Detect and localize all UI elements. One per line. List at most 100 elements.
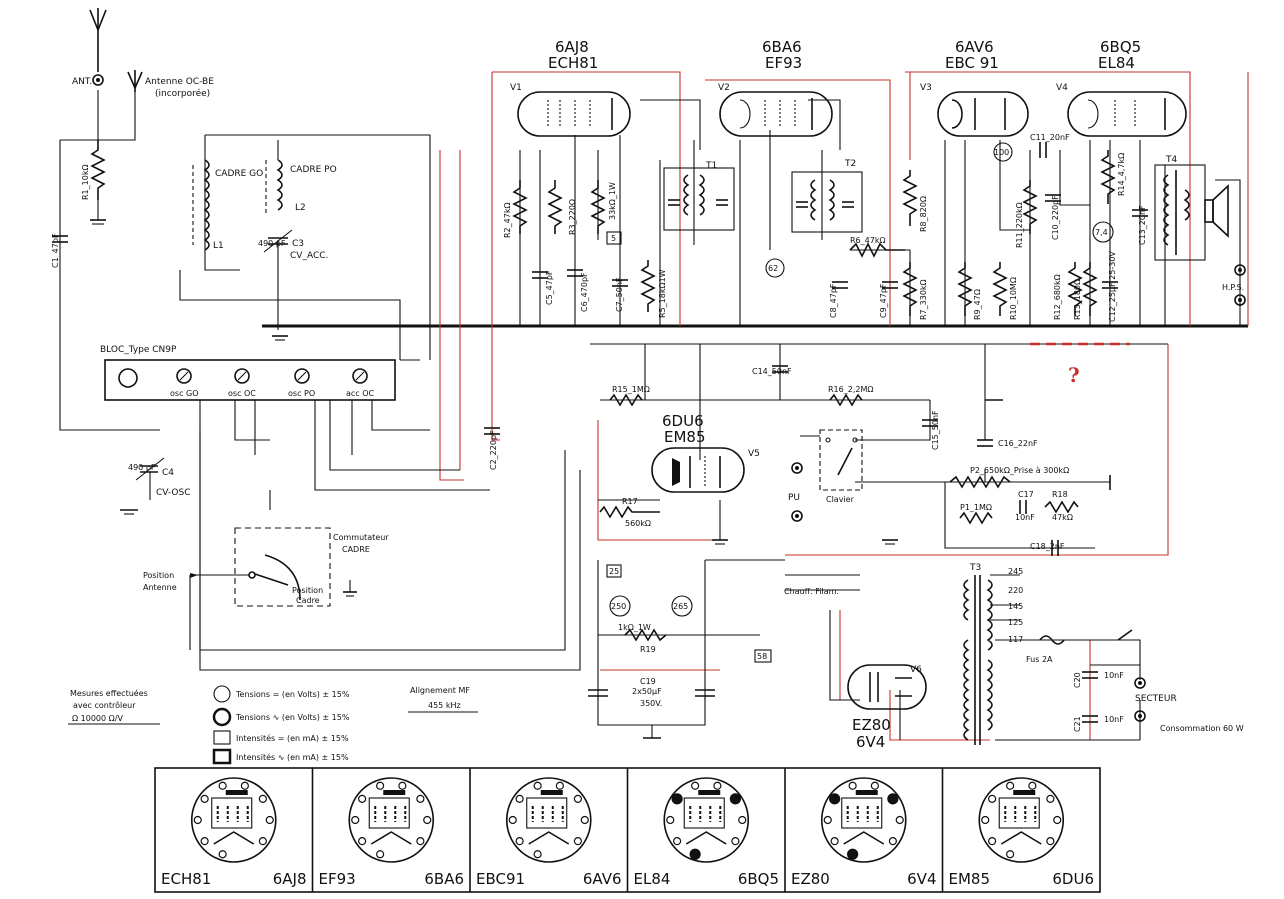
voltage-100: 100 (994, 148, 1009, 157)
capacitor-c17 (1019, 500, 1027, 514)
capacitor-c7 (612, 279, 628, 287)
tube-v3 (937, 91, 1029, 137)
capacitor-c11 (1039, 142, 1047, 158)
cv-acc-label: CV_ACC. (290, 251, 328, 261)
voltage-circle-250 (609, 595, 631, 617)
wiring (59, 90, 1241, 741)
v6-type2: 6V4 (856, 733, 885, 751)
antenna-oc-be (127, 70, 143, 92)
resistor-r18 (1044, 500, 1079, 514)
c11-label: C11_20nF (1030, 133, 1070, 142)
voltage-250: 250 (611, 602, 626, 611)
c6-label: C6_470pF (580, 272, 589, 312)
bloc-osc-go: osc GO (170, 389, 199, 398)
resistor-r13 (1082, 262, 1098, 316)
cadre-po-label: CADRE PO (290, 165, 337, 175)
v3-label: V3 (920, 83, 932, 93)
c3-label: C3 (292, 239, 304, 249)
r7-label: R7_330kΩ (919, 279, 928, 320)
ground-symbol (272, 335, 288, 341)
capacitor-c19 (588, 689, 715, 739)
voltage-circle-62 (765, 258, 785, 278)
c20-label: C20 (1073, 672, 1082, 688)
c5-label: C5_47pF (545, 270, 554, 305)
c21-label: C21 (1073, 716, 1082, 732)
resistor-r7 (902, 262, 918, 316)
tap-245: 245 (1008, 567, 1023, 576)
capacitor-c12 (1102, 281, 1118, 289)
transformer-t2 (791, 150, 863, 240)
fuse-label: Fus 2A (1026, 655, 1053, 664)
secteur-jack-bottom (1134, 710, 1146, 722)
mesures-line3: Ω 10000 Ω/V (72, 714, 123, 723)
resistor-r6 (849, 242, 905, 258)
r17-label: R17 (622, 497, 638, 506)
legend-box-dc (213, 730, 231, 745)
r12-label: R12_680kΩ (1053, 274, 1062, 320)
antenna-incorporee-label: (incorporée) (155, 88, 210, 99)
c3-value-label: 490 pF (258, 239, 286, 248)
capacitor-c1 (52, 235, 68, 243)
capacitor-c2 (484, 427, 500, 435)
legend-item-1: Tensions = (en Volts) ± 15% (235, 690, 350, 699)
legend-box-ac (212, 748, 232, 765)
p1-label: P1_1MΩ (960, 503, 992, 512)
v4-type2: EL84 (1098, 54, 1135, 72)
transformer-t3 (963, 575, 993, 745)
ground-symbol (90, 219, 106, 225)
hps-jack-bottom (1234, 294, 1246, 306)
resistor-r1 (90, 140, 106, 200)
ant-label: ANT. (72, 77, 92, 87)
r19-label: R19 (640, 645, 656, 654)
voltage-circle-74 (1092, 221, 1114, 243)
voltage-62: 62 (768, 264, 778, 273)
position-antenne-1: Position (143, 571, 174, 580)
legend-circle-ac (212, 707, 232, 727)
c7-label: C7_50nF (615, 277, 624, 312)
r18-value: 47kΩ (1052, 513, 1073, 522)
r4-label: 33kΩ_1W (608, 182, 617, 220)
c4-value-label: 490 pF (128, 463, 156, 472)
voltage-265: 265 (673, 602, 688, 611)
antenna-oc-be-label: Antenne OC-BE (145, 77, 214, 87)
r14-label: R14_4,7kΩ (1117, 153, 1126, 196)
v5-type2: EM85 (664, 428, 706, 446)
transformer-t1 (663, 140, 735, 245)
capacitor-c16 (977, 439, 993, 447)
r19-value: 1kΩ_1W (618, 623, 651, 632)
tube-v5 (651, 447, 745, 493)
current-box-5 (606, 231, 622, 245)
capacitor-c6 (567, 269, 583, 277)
commutateur-cadre (190, 527, 331, 607)
capacitor-c14 (772, 365, 788, 373)
capacitor-c8 (832, 281, 848, 289)
v5-type1: 6DU6 (662, 412, 704, 430)
t4-label: T4 (1165, 155, 1177, 165)
r2-label: R2_47kΩ (503, 202, 512, 238)
capacitor-c3-variable (263, 229, 293, 253)
hps-label: H.P.S. (1222, 283, 1244, 292)
resistor-r8 (902, 170, 918, 226)
chauff-label: Chauff. Filam. (784, 587, 839, 596)
v3-type2: EBC 91 (945, 54, 999, 72)
coil-cadre-po (265, 159, 283, 215)
legend-item-3: Intensités = (en mA) ± 15% (236, 733, 349, 743)
c16-label: C16_22nF (998, 439, 1038, 448)
c12-label: C12_25µF 25-30V (1108, 251, 1117, 322)
base-label-b: 6AV6 (583, 870, 622, 888)
l1-label: L1 (213, 241, 224, 251)
voltage-circle-265 (671, 595, 693, 617)
potentiometer-p1 (959, 511, 993, 525)
mesures-line1: Mesures effectuées (70, 688, 148, 698)
c2-label: C2_220pF (489, 430, 498, 470)
current-5: 5 (611, 234, 616, 243)
bloc-title: BLOC_Type CN9P (100, 345, 177, 355)
secteur-jack-top (1134, 677, 1146, 689)
legend-item-2: Tensions ∿ (en Volts) ± 15% (235, 713, 350, 722)
pu-label: PU (788, 493, 800, 503)
potentiometer-p2 (949, 475, 1011, 489)
tap-117: 117 (1008, 635, 1023, 644)
